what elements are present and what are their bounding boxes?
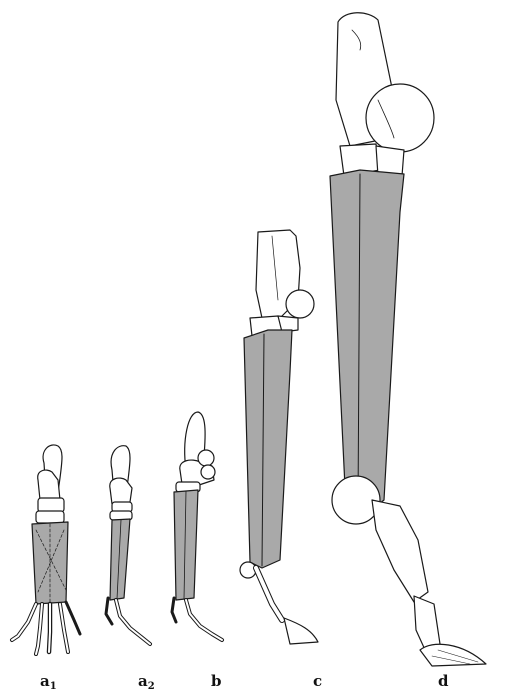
limb-a1-drawing [12, 445, 80, 654]
limb-a2-drawing [106, 446, 150, 644]
limb-d-drawing [330, 13, 486, 666]
limb-b-drawing [172, 412, 222, 640]
metatarsal-c [244, 330, 292, 568]
metatarsal-a2 [110, 519, 130, 600]
label-c: c [313, 674, 322, 692]
label-a1: a1 [40, 674, 57, 692]
limb-c-drawing [240, 230, 318, 644]
label-a2: a2 [138, 674, 155, 692]
label-d: d [438, 674, 449, 692]
label-b: b [211, 674, 222, 692]
metatarsal-d [330, 170, 404, 518]
